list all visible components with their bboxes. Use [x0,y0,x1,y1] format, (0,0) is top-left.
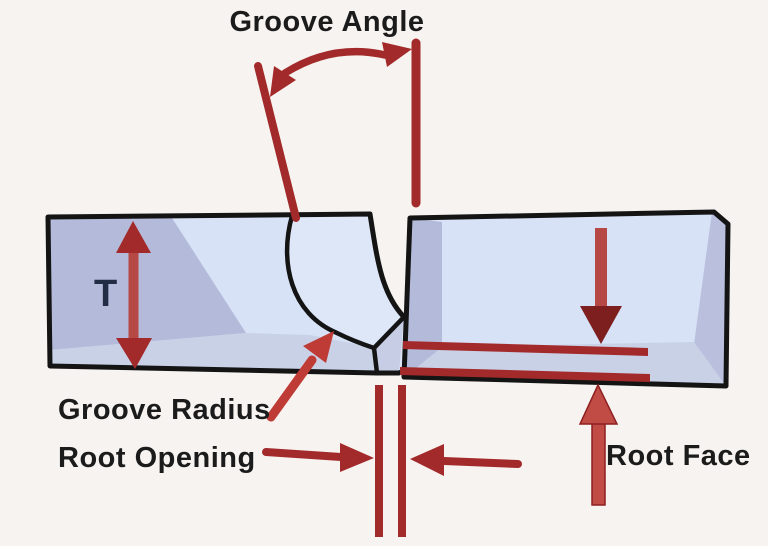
thickness-label: T [94,273,117,315]
root-opening-extension-line-right [398,385,406,537]
root-opening-right-shaft [440,457,522,468]
groove-angle-arc [281,47,389,77]
right-block-base-face [404,212,728,386]
root-face-bar-bottom [400,367,650,382]
right-block-end-face [405,218,442,377]
left-workpiece-block [45,211,440,376]
groove-angle-label: Groove Angle [229,6,424,38]
root-face-label: Root Face [606,440,751,472]
down-arrowhead [580,306,622,344]
thickness-arrow [116,221,152,369]
groove-angle-arrowhead-right [382,42,412,67]
right-workpiece-block [401,209,731,389]
root-opening-left-arrowhead [340,443,374,472]
right-block-far-wall [694,212,728,386]
thickness-arrowhead-down [116,338,152,369]
groove-front-curve-line [284,213,377,351]
root-face-top-edge-line [371,314,407,376]
root-face-down-arrow [580,228,622,344]
thickness-arrow-shaft [128,243,139,341]
groove-radius-arrowhead [303,331,334,363]
root-face-up-arrow [578,383,619,506]
annotations [116,38,650,537]
root-opening-extension-line-left [375,385,383,537]
left-block-end-face [48,217,246,350]
up-arrow-shaft [591,419,606,506]
root-opening-arrow-left [262,443,374,472]
right-block-outline [401,209,731,389]
groove-angle-left-reference-line [254,62,300,222]
up-arrowhead [578,383,619,425]
root-opening-arrow-right [410,444,522,476]
root-opening-left-shaft [262,448,345,461]
root-face-bar-top [403,341,648,356]
root-opening-label: Root Opening [58,442,256,474]
left-block-root-face [374,317,404,373]
groove-radius-label: Groove Radius [58,394,271,426]
groove-radius-arrow-shaft [266,355,317,422]
groove-angle-arrowhead-left [270,66,296,97]
groove-radius-arrow [266,331,334,422]
thickness-arrowhead-up [116,221,151,253]
root-opening-right-arrowhead [410,444,444,476]
down-arrow-shaft [595,228,607,310]
